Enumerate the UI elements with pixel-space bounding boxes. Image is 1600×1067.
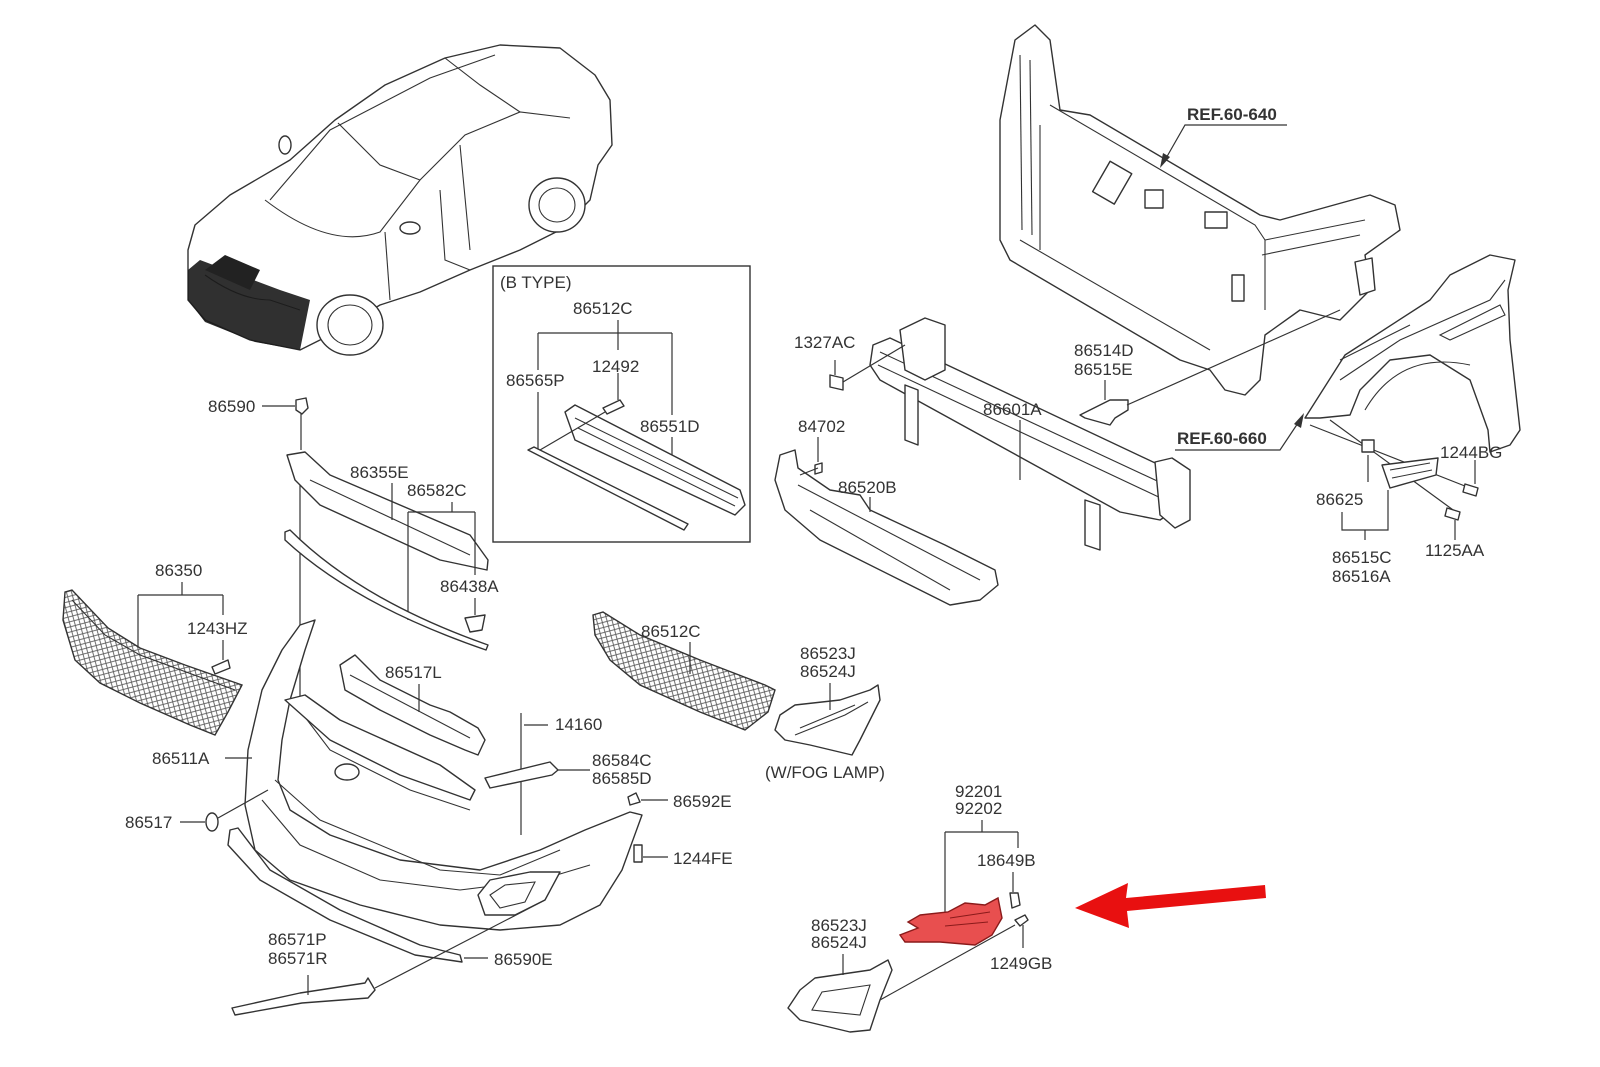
part-86590-clip — [295, 397, 309, 415]
label-box-86512c: 86512C — [573, 299, 633, 318]
part-1243hz-screw — [211, 659, 231, 675]
front-bumper-highlight — [188, 260, 310, 350]
ref-60-660-label: REF.60-660 — [1177, 429, 1267, 448]
label-86590: 86590 — [208, 397, 255, 416]
vehicle-overview-illustration — [187, 44, 613, 356]
bumper-beam-86601a: 1327AC 86601A — [794, 317, 1191, 551]
upper-grille-group: 86590 86355E 86582C 86438A — [208, 397, 499, 705]
arrow-left-icon — [1075, 883, 1266, 928]
part-18649b-bulb — [1009, 892, 1021, 909]
part-lower-lip — [227, 827, 463, 963]
label-1243hz: 1243HZ — [187, 619, 247, 638]
red-pointer-arrow — [1075, 883, 1266, 928]
part-12492-screw — [602, 399, 625, 415]
radiator-grille-86350: 86350 1243HZ — [62, 561, 247, 736]
label-86592e: 86592E — [673, 792, 732, 811]
part-92201-fog-lamp — [898, 896, 1003, 946]
label-86582c: 86582C — [407, 481, 467, 500]
part-86515c-bracket — [1381, 457, 1439, 489]
bumper-cover-86511a: 86511A — [152, 619, 643, 931]
fastener-86592e-group: 86592E 1244FE — [627, 792, 733, 868]
label-86571p: 86571P — [268, 930, 327, 949]
label-86585d: 86585D — [592, 769, 652, 788]
label-86551d: 86551D — [640, 417, 700, 436]
part-86571p-molding — [231, 977, 376, 1016]
label-84702: 84702 — [798, 417, 845, 436]
label-86515e: 86515E — [1074, 360, 1133, 379]
part-1249gb-screw — [1014, 914, 1029, 927]
energy-absorber-86520b: 84702 86520B — [774, 417, 999, 606]
label-86565p: 86565P — [506, 371, 565, 390]
part-86584c-bracket — [484, 761, 559, 789]
fender-bracket-group: 1244BG 86625 1125AA 86515C 86516A — [1309, 419, 1502, 586]
label-86571r: 86571R — [268, 949, 328, 968]
label-86601a: 86601A — [983, 400, 1042, 419]
label-92202: 92202 — [955, 799, 1002, 818]
label-86438a: 86438A — [440, 577, 499, 596]
label-86517l: 86517L — [385, 663, 442, 682]
ref-60-660-callout: REF.60-660 — [1175, 413, 1304, 451]
cap-86517-group: 86517 — [125, 789, 269, 832]
part-86625-clip — [1361, 439, 1375, 453]
label-86523j-b: 86523J — [811, 916, 867, 935]
part-86582c-molding — [284, 529, 489, 651]
label-86625: 86625 — [1316, 490, 1363, 509]
label-86512c: 86512C — [641, 622, 701, 641]
label-86517: 86517 — [125, 813, 172, 832]
fog-cover-lower: 86523J 86524J — [787, 916, 893, 1033]
label-1244bg: 1244BG — [1440, 443, 1502, 462]
label-92201: 92201 — [955, 782, 1002, 801]
bracket-86517l: 86517L — [339, 654, 486, 756]
label-86584c: 86584C — [592, 751, 652, 770]
part-86565p-molding — [527, 446, 689, 531]
ref-60-640-callout: REF.60-640 — [1160, 105, 1287, 168]
label-14160: 14160 — [555, 715, 602, 734]
part-1244bg-bolt — [1462, 483, 1479, 497]
label-86350: 86350 — [155, 561, 202, 580]
radiator-support-panel — [999, 24, 1401, 396]
fog-cover-upper: 86523J 86524J (W/FOG LAMP) — [765, 644, 885, 782]
lower-grille-86512c: 86512C — [592, 611, 776, 731]
front-fender — [1304, 254, 1521, 453]
label-86524j-b: 86524J — [811, 933, 867, 952]
label-1125aa: 1125AA — [1425, 541, 1485, 560]
b-type-label: (B TYPE) — [500, 273, 571, 292]
label-86514d: 86514D — [1074, 341, 1134, 360]
label-86523j-a: 86523J — [800, 644, 856, 663]
fog-lamp-assembly-highlighted: 92201 92202 18649B 1249GB — [879, 782, 1052, 1001]
part-86551d-grille — [564, 404, 746, 516]
ref-60-640-label: REF.60-640 — [1187, 105, 1277, 124]
clip-14160-group: 14160 86584C 86585D — [484, 713, 652, 835]
bracket-86514d-group: 86514D 86515E — [1074, 309, 1341, 426]
label-1244fe: 1244FE — [673, 849, 733, 868]
label-1249gb: 1249GB — [990, 954, 1052, 973]
label-18649b: 18649B — [977, 851, 1036, 870]
label-12492: 12492 — [592, 357, 639, 376]
part-84702-clip — [814, 462, 823, 475]
label-86520b: 86520B — [838, 478, 897, 497]
part-86355e-cover — [286, 451, 489, 571]
label-86355e: 86355E — [350, 463, 409, 482]
label-1327ac: 1327AC — [794, 333, 855, 352]
label-86511a: 86511A — [152, 749, 210, 768]
fog-lamp-note: (W/FOG LAMP) — [765, 763, 885, 782]
label-86515c: 86515C — [1332, 548, 1392, 567]
part-1125aa-bolt — [1444, 507, 1461, 521]
lower-molding-group: 86590E 86571P 86571R — [227, 827, 553, 1016]
label-86516a: 86516A — [1332, 567, 1391, 586]
label-86590e: 86590E — [494, 950, 553, 969]
label-86524j-a: 86524J — [800, 662, 856, 681]
part-1327ac-nut — [829, 374, 844, 391]
b-type-inset-box: (B TYPE) 86512C 86565P 12492 86551D — [492, 265, 751, 543]
part-86438a-clip — [464, 614, 486, 633]
